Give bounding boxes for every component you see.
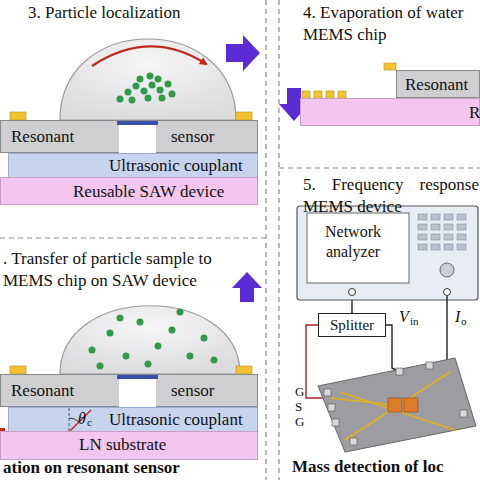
step-title: 4. Evaporation of water MEMS chip (303, 2, 479, 46)
saw-substrate: Reusable SAW device (0, 177, 258, 205)
node-label: Resonant (11, 127, 74, 147)
panel-caption: Mass detection of loc (292, 456, 444, 478)
angle-subscript: c (87, 415, 92, 429)
pin-name: S (295, 399, 302, 415)
signal-name: V (399, 307, 409, 326)
step-arrow (232, 272, 262, 302)
particles (117, 73, 176, 104)
node-label: Reusable SAW device (73, 182, 224, 202)
panel-caption: ation on resonant sensor (3, 457, 180, 479)
node-label: sensor (171, 127, 214, 147)
node-label: Resonant (405, 75, 468, 95)
node-label: R (469, 103, 480, 123)
saw-substrate: R (300, 98, 480, 126)
pin-name: G (295, 414, 304, 430)
signal-name: I (455, 307, 460, 326)
particles (89, 309, 218, 370)
wire-connector (351, 300, 352, 313)
electrode (10, 112, 26, 120)
node-label: sensor (171, 381, 214, 401)
network-analyzer: Network analyzer (297, 206, 478, 300)
electrode (302, 63, 396, 98)
step-title: 3. Particle localization (28, 2, 180, 24)
sensor-cavity (119, 378, 156, 408)
node-label: LN substrate (79, 435, 166, 455)
node-label: Resonant (11, 381, 74, 401)
sensor-block: Resonant sensor (0, 120, 258, 153)
streaming-arrow (92, 46, 206, 66)
mems-chip (318, 358, 476, 452)
electrode (236, 112, 252, 120)
membrane (117, 375, 158, 379)
electrode (10, 366, 26, 374)
step-title: 5. Frequency response MEMS device (303, 174, 479, 218)
step-title: . Transfer of particle sample to MEMS ch… (3, 248, 253, 292)
network-analyzer-body (297, 206, 478, 300)
node-label: Network analyzer (309, 222, 397, 262)
signal-subscript: o (461, 314, 467, 328)
electrode (236, 366, 252, 374)
angle-symbol: θ (78, 409, 86, 428)
saw-substrate: LN substrate (0, 431, 258, 460)
pin-name: G (295, 384, 304, 400)
membrane (117, 121, 158, 125)
signal-subscript: in (410, 314, 419, 328)
node-label: Splitter (330, 315, 374, 335)
step-arrow (226, 35, 260, 71)
node-label: Ultrasonic couplant (109, 156, 243, 176)
sensor-cavity (119, 124, 156, 154)
sensor-block: Resonant sensor (0, 374, 258, 407)
node-label: Ultrasonic couplant (109, 410, 243, 430)
splitter-box: Splitter (318, 313, 386, 337)
droplet (60, 39, 236, 120)
droplet (60, 306, 240, 374)
sensor-block: Resonant (396, 70, 480, 98)
